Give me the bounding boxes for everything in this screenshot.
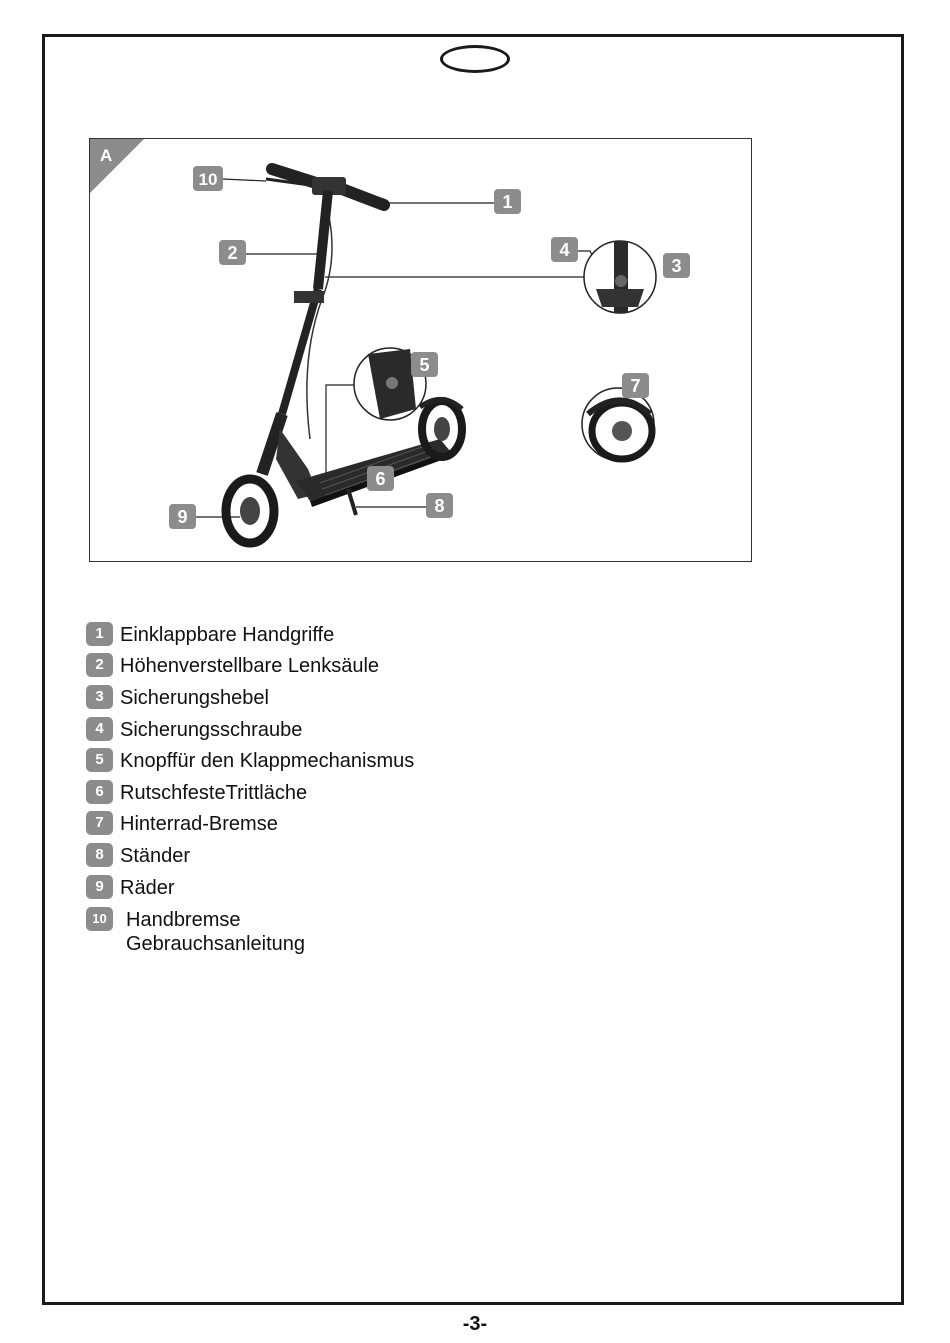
callout-6: 6 xyxy=(367,466,394,491)
legend-subtext: Gebrauchsanleitung xyxy=(126,932,305,956)
legend-number: 5 xyxy=(86,748,113,772)
legend-number: 10 xyxy=(86,907,113,931)
callout-7: 7 xyxy=(622,373,649,398)
legend-number: 8 xyxy=(86,843,113,867)
legend-text: Knopffür den Klappmechanismus xyxy=(120,749,414,773)
callout-8: 8 xyxy=(426,493,453,518)
svg-text:10: 10 xyxy=(199,170,218,189)
svg-text:3: 3 xyxy=(671,256,681,276)
legend-text: Hinterrad-Bremse xyxy=(120,812,278,836)
svg-text:1: 1 xyxy=(502,192,512,212)
svg-text:2: 2 xyxy=(227,243,237,263)
callout-10: 10 xyxy=(193,166,223,191)
svg-text:5: 5 xyxy=(419,355,429,375)
legend-number: 7 xyxy=(86,811,113,835)
legend-number: 6 xyxy=(86,780,113,804)
scooter-figure: A xyxy=(89,138,752,562)
legend-text: Höhenverstellbare Lenksäule xyxy=(120,654,379,678)
svg-text:6: 6 xyxy=(375,469,385,489)
callout-1: 1 xyxy=(494,189,521,214)
legend-number: 4 xyxy=(86,717,113,741)
svg-text:4: 4 xyxy=(559,240,569,260)
legend-text: Ständer xyxy=(120,844,190,868)
legend-text: RutschfesteTrittläche xyxy=(120,781,307,805)
language-oval xyxy=(440,45,510,73)
callout-4: 4 xyxy=(551,237,578,262)
legend-text: Einklappbare Handgriffe xyxy=(120,623,334,647)
legend-text: Handbremse xyxy=(126,908,241,932)
callout-2: 2 xyxy=(219,240,246,265)
corner-triangle xyxy=(90,139,144,193)
callout-5: 5 xyxy=(411,352,438,377)
svg-text:7: 7 xyxy=(630,376,640,396)
legend-number: 1 xyxy=(86,622,113,646)
detail-rear-brake xyxy=(582,388,654,460)
svg-text:8: 8 xyxy=(434,496,444,516)
scooter-illustration: A xyxy=(90,139,753,563)
legend-text: Sicherungshebel xyxy=(120,686,269,710)
legend-number: 3 xyxy=(86,685,113,709)
callout-9: 9 xyxy=(169,504,196,529)
legend-number: 9 xyxy=(86,875,113,899)
svg-text:9: 9 xyxy=(177,507,187,527)
legend-number: 2 xyxy=(86,653,113,677)
legend-text: Räder xyxy=(120,876,174,900)
legend-text: Sicherungsschraube xyxy=(120,718,302,742)
corner-label: A xyxy=(100,146,112,165)
page-number: -3- xyxy=(0,1313,950,1336)
callout-3: 3 xyxy=(663,253,690,278)
detail-locking-lever xyxy=(584,241,656,313)
